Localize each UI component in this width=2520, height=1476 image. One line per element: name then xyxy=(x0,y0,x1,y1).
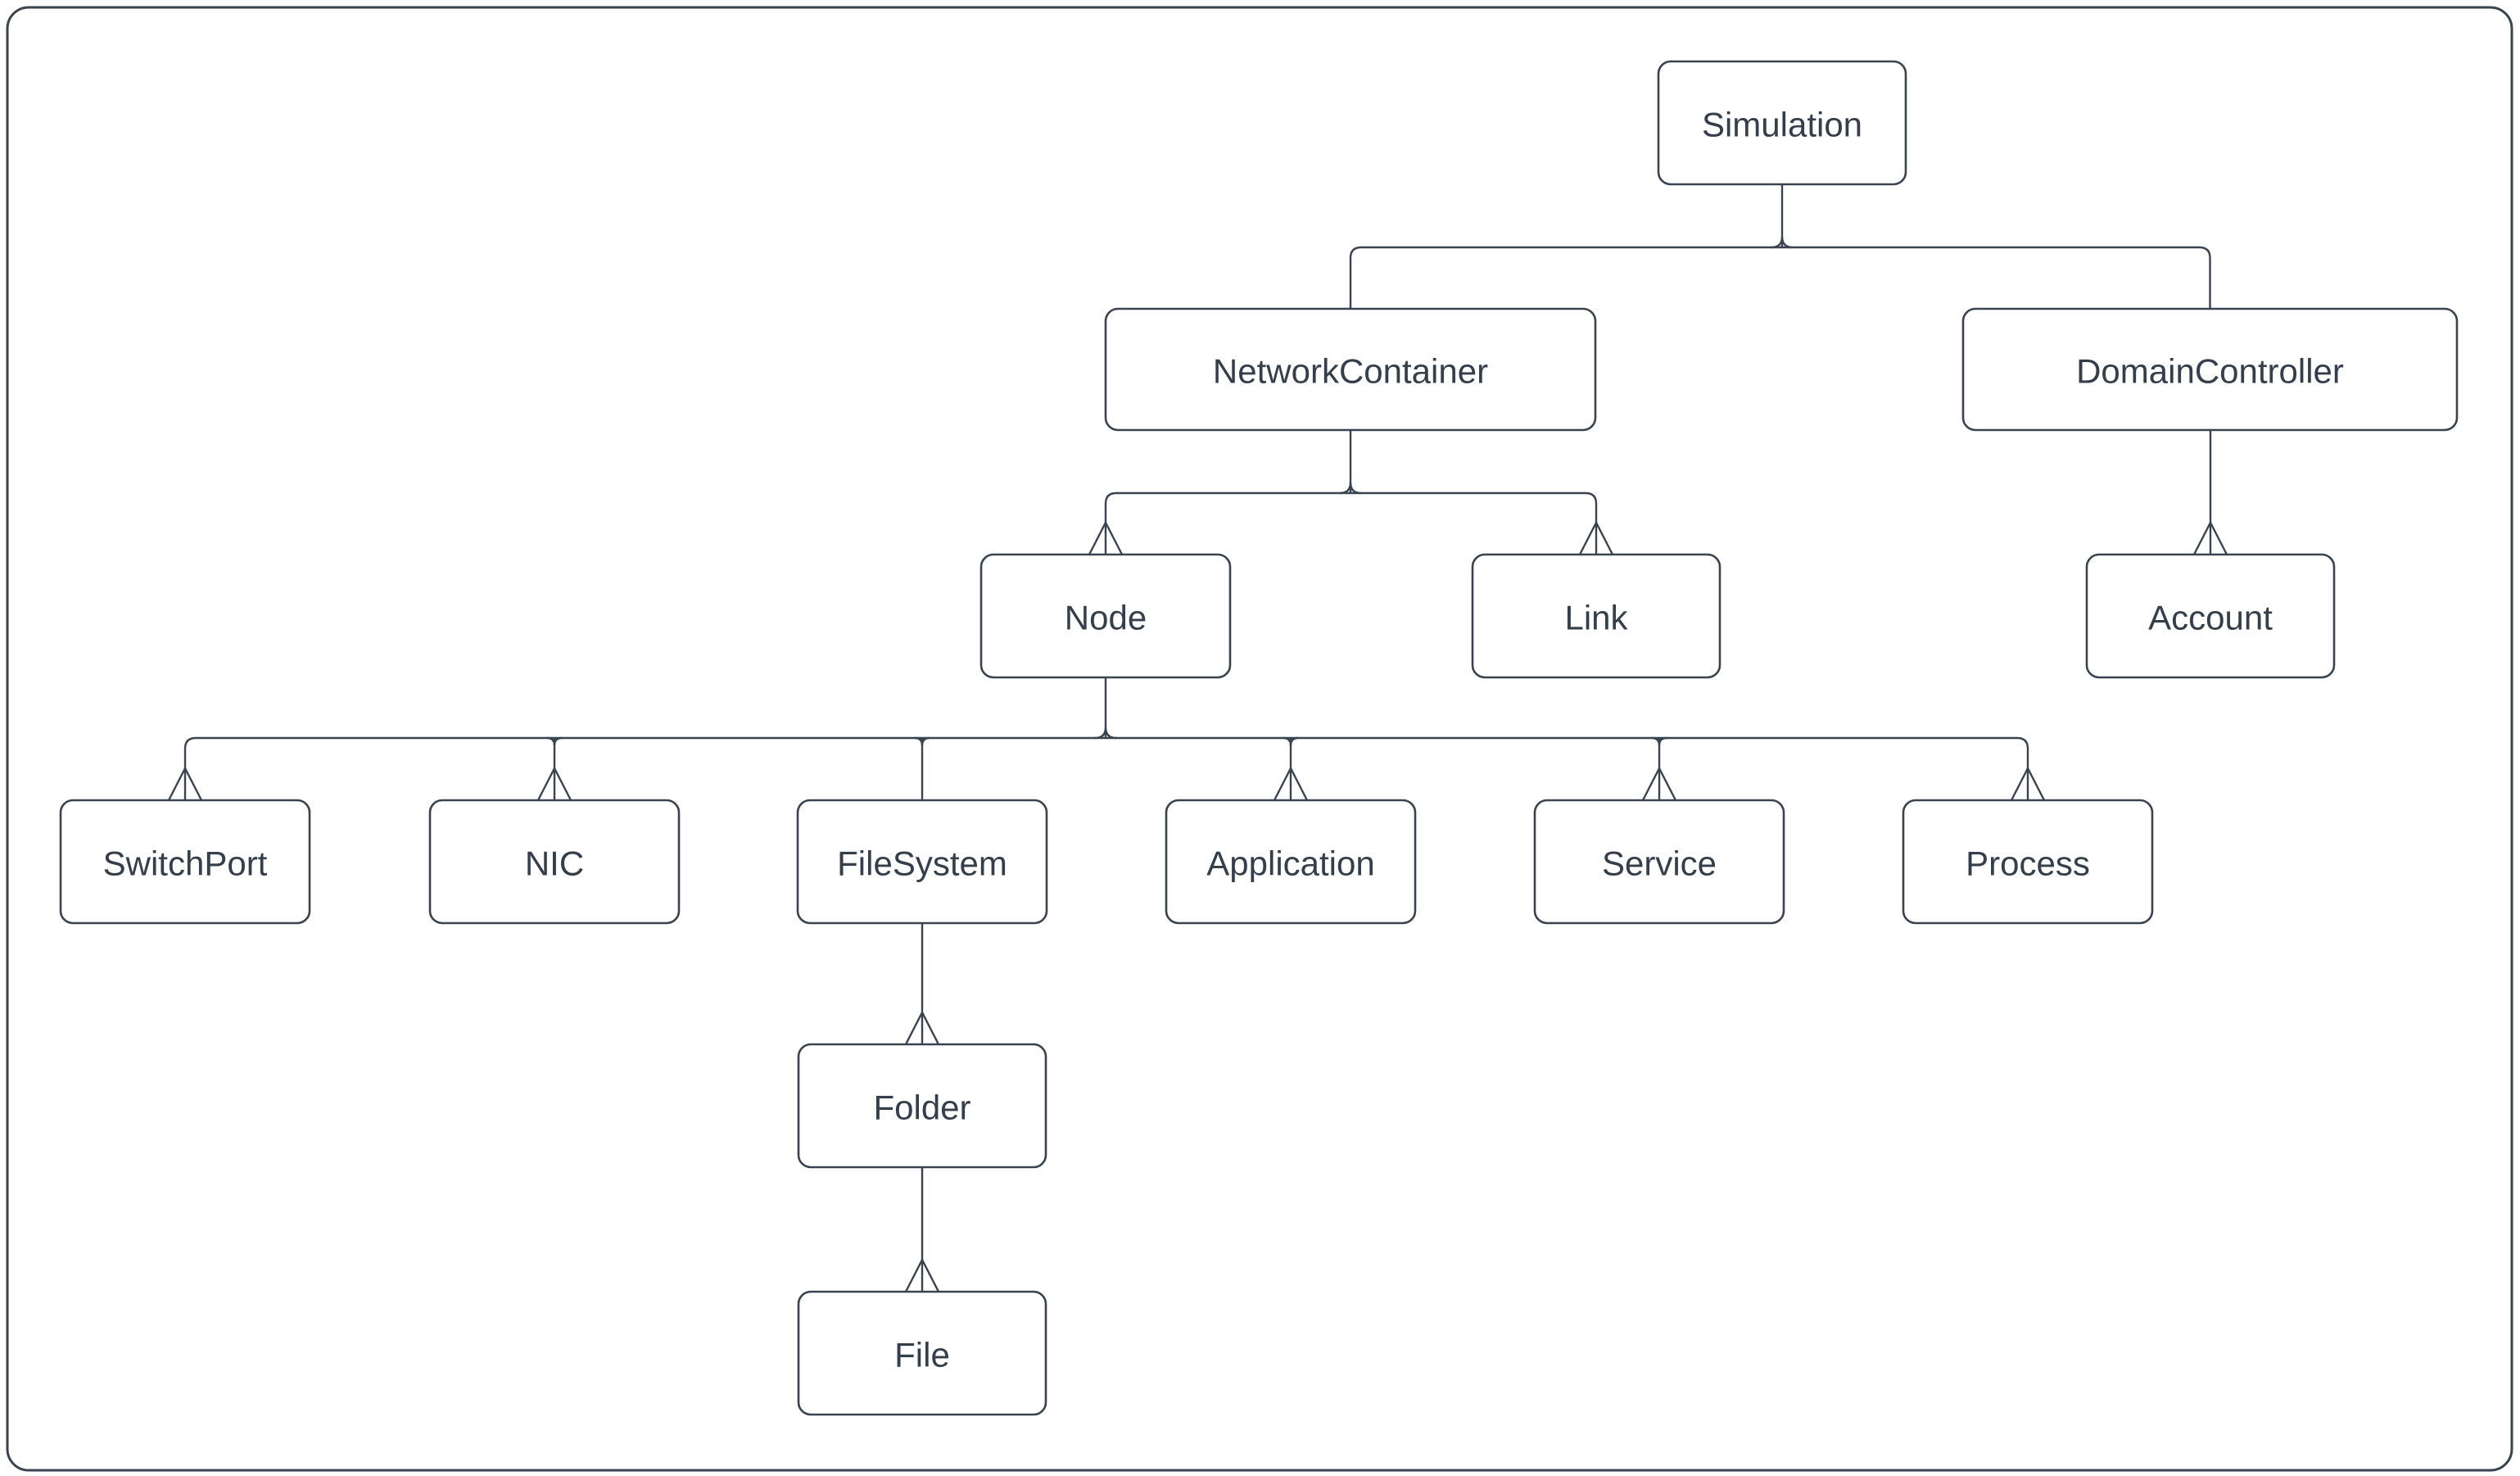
node-box xyxy=(1471,553,1721,679)
node-box xyxy=(797,1290,1047,1416)
open-arrowhead-icon xyxy=(904,1257,940,1293)
junction-fillet xyxy=(1651,736,1667,746)
node-file[interactable]: File xyxy=(797,1290,1047,1416)
node-switch-port[interactable]: SwitchPort xyxy=(59,799,311,925)
open-arrowhead-icon xyxy=(1641,766,1677,801)
node-box xyxy=(979,553,1232,679)
open-arrowhead-icon xyxy=(2010,766,2046,801)
node-box xyxy=(1165,799,1417,925)
node-box xyxy=(1961,307,2459,432)
edge-folder-children xyxy=(904,1167,940,1293)
open-arrowhead-icon xyxy=(1273,766,1309,801)
node-label: Folder xyxy=(873,1089,970,1127)
node-box xyxy=(1533,799,1785,925)
node-label: Node xyxy=(1065,599,1147,637)
node-node[interactable]: Node xyxy=(979,553,1232,679)
node-process[interactable]: Process xyxy=(1902,799,2154,925)
node-box xyxy=(1104,307,1597,432)
edge-network-container-children xyxy=(1088,430,1614,555)
node-label: NIC xyxy=(525,844,584,883)
junction-fillet xyxy=(1094,727,1117,740)
node-label: File xyxy=(894,1336,950,1374)
junction-fillet xyxy=(1771,236,1794,249)
open-arrowhead-icon xyxy=(1578,520,1614,555)
edge-simulation-children xyxy=(1349,184,2211,309)
open-arrowhead-icon xyxy=(2192,520,2228,555)
connector-bus xyxy=(1349,246,2211,309)
node-simulation[interactable]: Simulation xyxy=(1657,60,1907,186)
node-label: SwitchPort xyxy=(103,844,268,883)
node-application[interactable]: Application xyxy=(1165,799,1417,925)
edge-file-system-children xyxy=(904,923,940,1045)
open-arrowhead-icon xyxy=(1088,520,1124,555)
node-box xyxy=(428,799,681,925)
node-label: Service xyxy=(1602,844,1717,883)
node-box xyxy=(1657,60,1907,186)
node-box xyxy=(2085,553,2336,679)
node-file-system[interactable]: FileSystem xyxy=(796,799,1048,925)
edge-domain-controller-children xyxy=(2192,430,2228,555)
node-label: FileSystem xyxy=(837,844,1007,883)
node-box xyxy=(796,799,1048,925)
node-label: Process xyxy=(1966,844,2090,883)
node-service[interactable]: Service xyxy=(1533,799,1785,925)
node-label: DomainController xyxy=(2076,352,2344,391)
junction-fillet xyxy=(1283,736,1299,746)
open-arrowhead-icon xyxy=(167,766,203,801)
node-domain-controller[interactable]: DomainController xyxy=(1961,307,2459,432)
node-network-container[interactable]: NetworkContainer xyxy=(1104,307,1597,432)
node-label: Account xyxy=(2148,599,2273,637)
open-arrowhead-icon xyxy=(904,1010,940,1045)
node-label: Link xyxy=(1564,599,1628,637)
junction-fillet xyxy=(546,736,563,746)
open-arrowhead-icon xyxy=(536,766,572,801)
node-nic[interactable]: NIC xyxy=(428,799,681,925)
junction-fillet xyxy=(914,736,930,746)
node-box xyxy=(59,799,311,925)
node-label: Application xyxy=(1206,844,1374,883)
node-folder[interactable]: Folder xyxy=(797,1043,1047,1169)
junction-fillet xyxy=(1339,482,1362,495)
node-account[interactable]: Account xyxy=(2085,553,2336,679)
node-box xyxy=(797,1043,1047,1169)
edge-node-children xyxy=(167,677,2046,801)
node-link[interactable]: Link xyxy=(1471,553,1721,679)
node-box xyxy=(1902,799,2154,925)
node-label: Simulation xyxy=(1702,106,1862,144)
edge-layer xyxy=(167,184,2228,1293)
node-label: NetworkContainer xyxy=(1213,352,1488,391)
